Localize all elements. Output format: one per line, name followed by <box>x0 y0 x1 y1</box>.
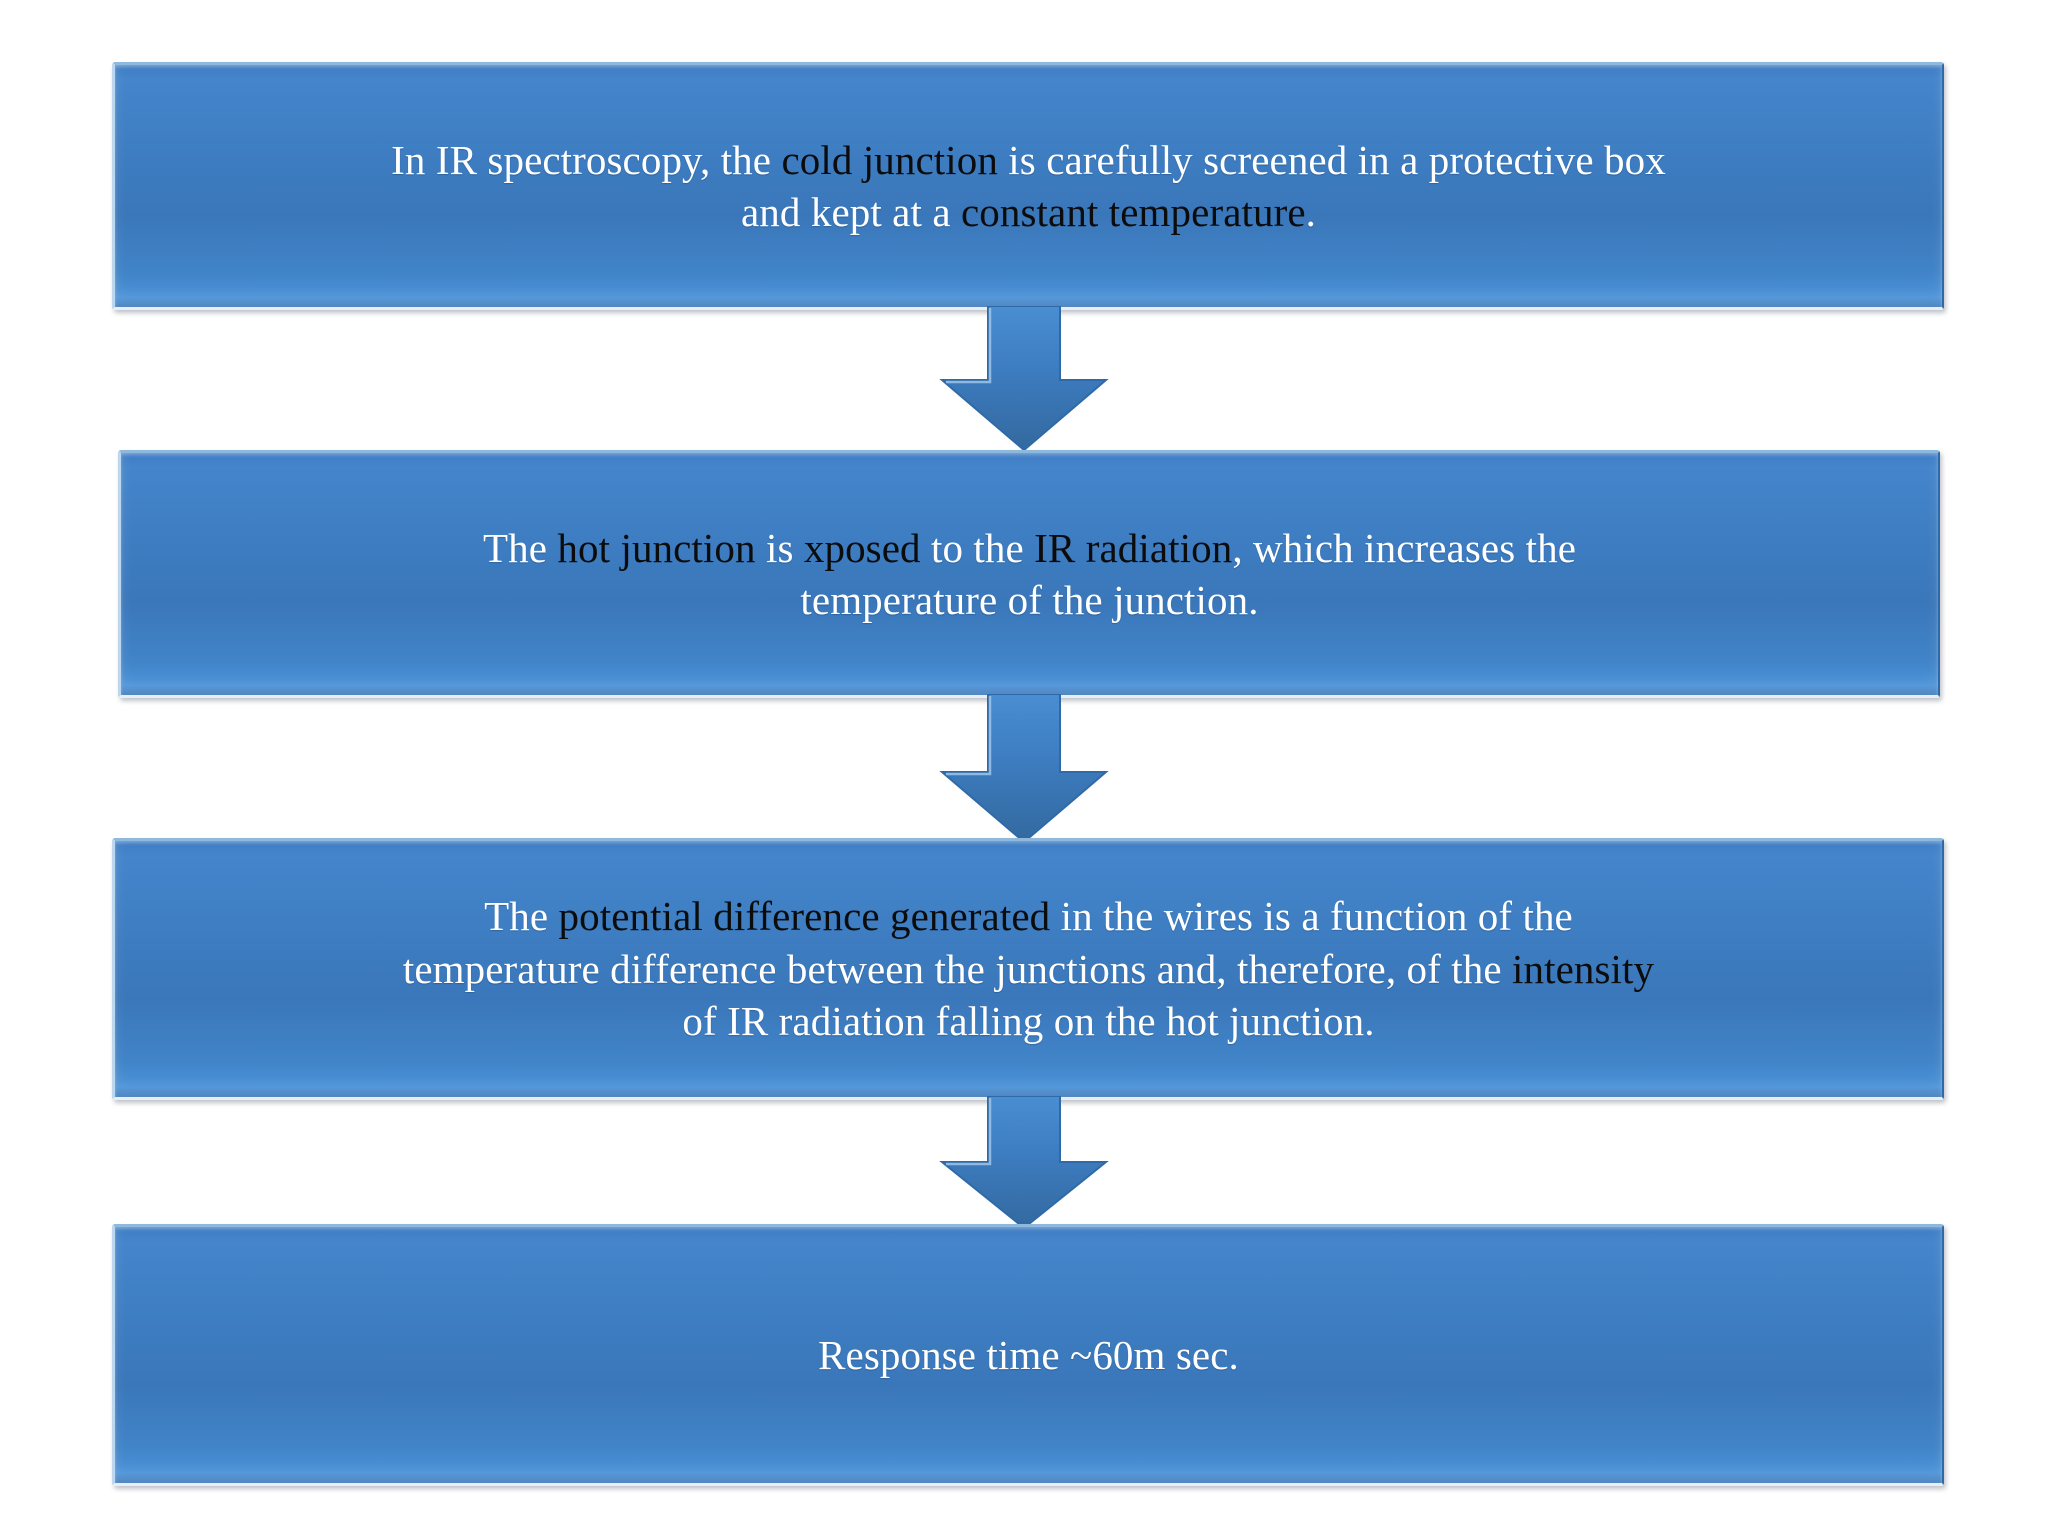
text-run: and kept at a <box>741 189 961 235</box>
flowchart-step-4[interactable]: Response time ~60m sec. <box>112 1224 1944 1486</box>
text-run: to the <box>920 524 1035 571</box>
flowchart-step-1-text: In IR spectroscopy, the cold junction is… <box>170 134 1887 239</box>
flowchart-step-3-line-1: The potential difference generated in th… <box>170 890 1887 942</box>
text-run-emphasis: xposed <box>803 524 921 571</box>
flowchart-arrow-2-down-icon <box>936 693 1112 851</box>
text-run-emphasis: intensity <box>1512 945 1655 992</box>
text-run-emphasis: constant temperature <box>960 189 1306 235</box>
text-run: . <box>1305 189 1316 235</box>
flowchart-step-1[interactable]: In IR spectroscopy, the cold junction is… <box>112 62 1944 310</box>
flowchart-step-1-line-2: and kept at a constant temperature. <box>170 186 1887 238</box>
flowchart-step-3-line-3: of IR radiation falling on the hot junct… <box>170 995 1887 1047</box>
text-run: The <box>483 524 558 571</box>
text-run: Response time ~60m sec <box>818 1331 1229 1378</box>
text-run: temperature of the junction. <box>800 577 1259 623</box>
flowchart-step-2-text: The hot junction is xposed to the IR rad… <box>176 522 1884 627</box>
flowchart-step-3-text: The potential difference generated in th… <box>170 890 1887 1047</box>
flowchart-step-2[interactable]: The hot junction is xposed to the IR rad… <box>118 450 1940 698</box>
text-run-emphasis: IR radiation <box>1034 524 1233 571</box>
text-run-emphasis: potential difference generated <box>558 893 1051 940</box>
text-run: is carefully screened in a protective bo… <box>997 136 1666 183</box>
text-run: is <box>755 524 804 571</box>
text-run: In IR spectroscopy, the <box>391 136 782 183</box>
text-run: , which increases the <box>1232 524 1576 571</box>
text-run: of IR radiation falling on the hot junct… <box>682 998 1375 1045</box>
flowchart-step-3[interactable]: The potential difference generated in th… <box>112 838 1944 1100</box>
flowchart-step-4-line-1: Response time ~60m sec. <box>170 1329 1887 1381</box>
flowchart-step-2-line-2: temperature of the junction. <box>176 574 1884 626</box>
text-run: The <box>484 893 559 940</box>
text-run-emphasis: cold junction <box>781 136 998 183</box>
flowchart-arrow-1-down-icon <box>936 305 1112 459</box>
flowchart-step-2-line-1: The hot junction is xposed to the IR rad… <box>176 522 1884 574</box>
text-run-emphasis: hot junction <box>557 524 756 571</box>
text-run: in the wires is a function of the <box>1050 893 1573 940</box>
flowchart-arrow-3-down-icon <box>936 1095 1112 1237</box>
flowchart-step-4-text: Response time ~60m sec. <box>170 1329 1887 1381</box>
text-run: . <box>1228 1331 1239 1378</box>
flowchart-step-1-line-1: In IR spectroscopy, the cold junction is… <box>170 134 1887 186</box>
text-run: temperature difference between the junct… <box>402 945 1512 992</box>
flowchart-step-3-line-2: temperature difference between the junct… <box>170 943 1887 995</box>
